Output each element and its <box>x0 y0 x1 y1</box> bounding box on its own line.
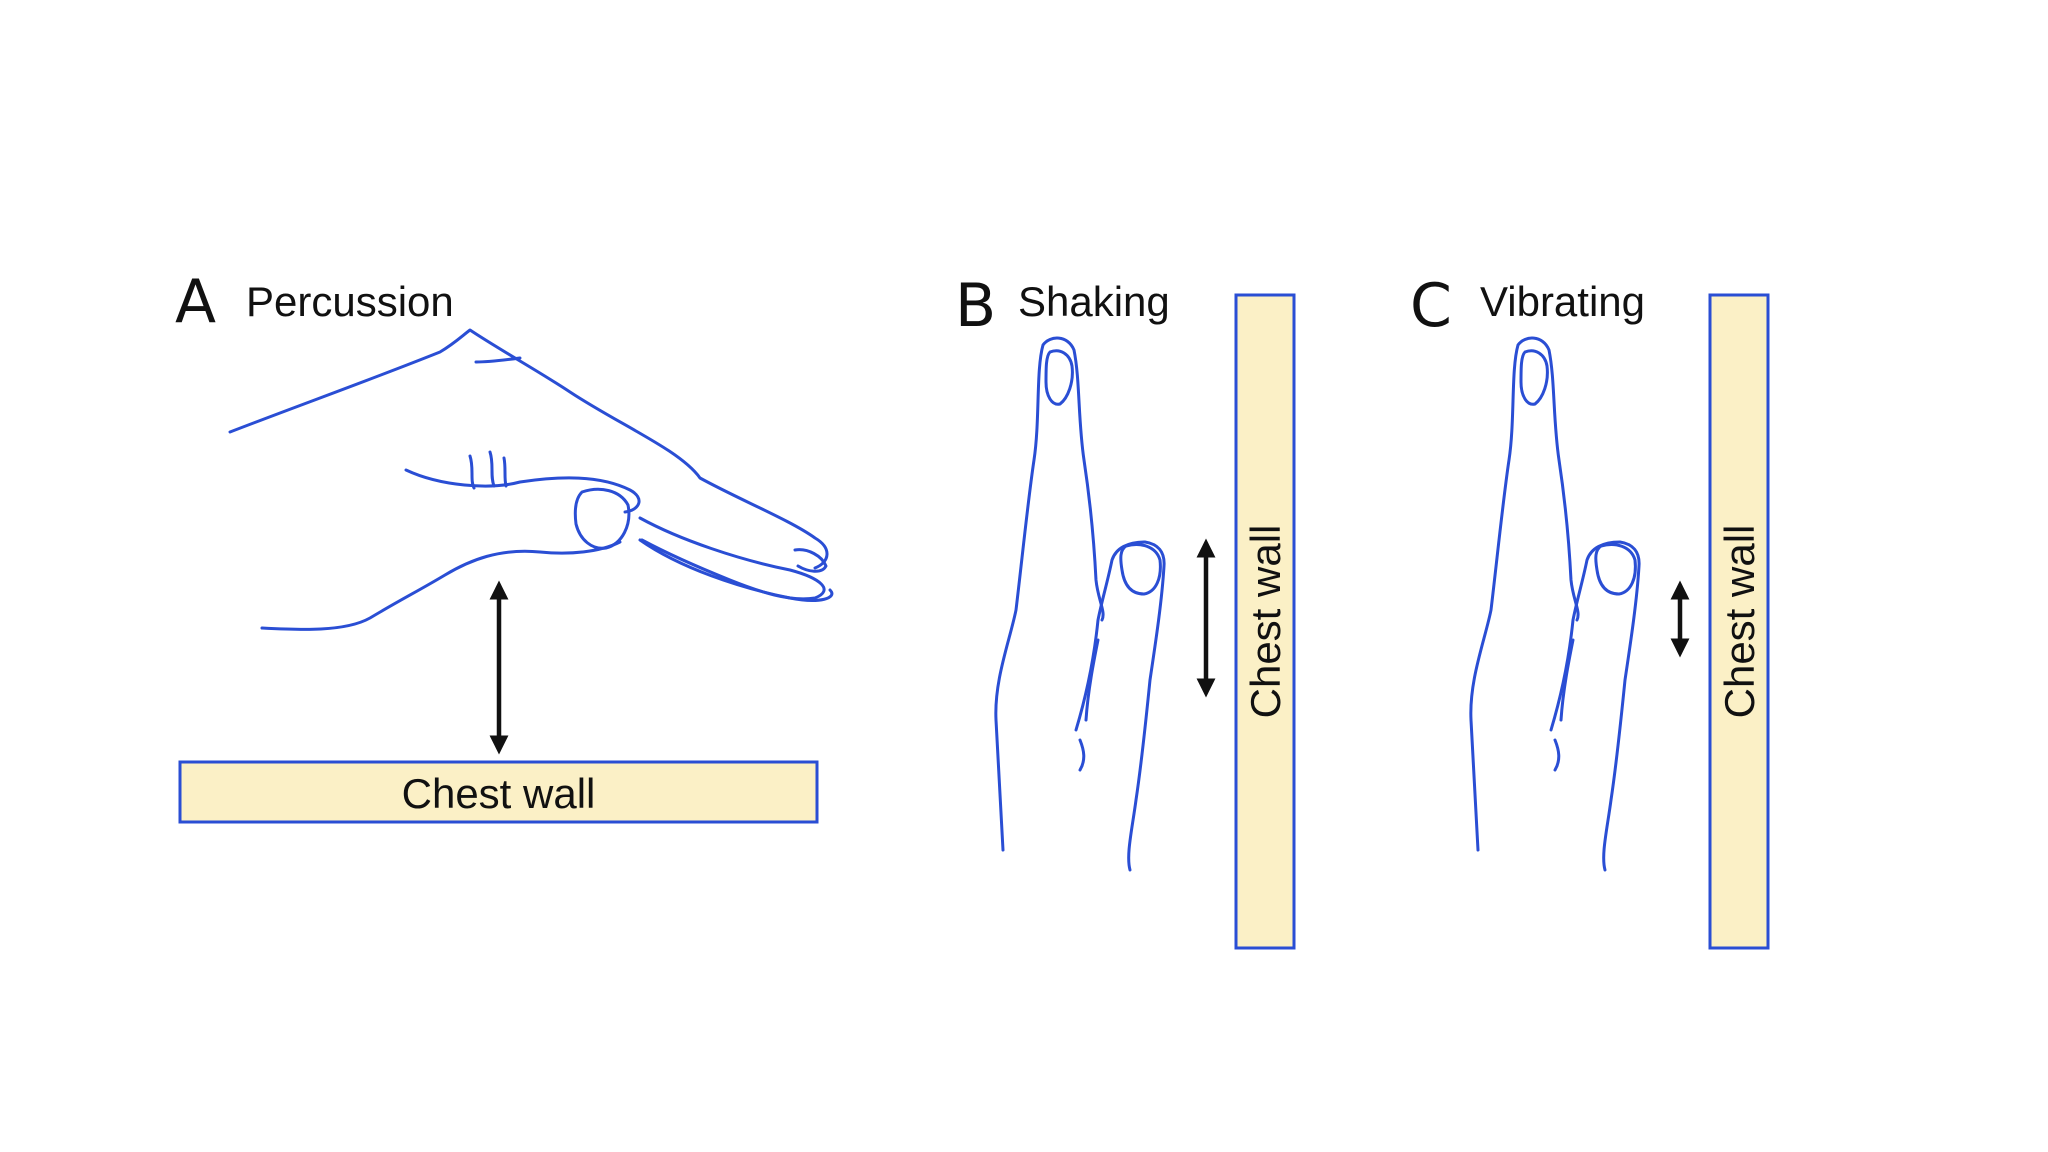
index-finger-outline-c <box>1469 336 1580 852</box>
index-nail-b <box>1044 349 1074 406</box>
chest-wall-c <box>1708 293 1770 950</box>
panel-b-letter: B <box>955 271 996 341</box>
panel-c-letter: C <box>1410 271 1452 341</box>
middle-nail-b <box>1119 543 1162 596</box>
chest-wall-b <box>1234 293 1296 950</box>
thumb-nail <box>573 487 631 550</box>
hand-back-outline <box>228 328 829 570</box>
panel-b-shaking: B Shaking Chest wall <box>955 271 1296 950</box>
panel-a-title: Percussion <box>246 278 454 325</box>
chest-wall-label-b: Chest wall <box>1242 525 1289 719</box>
index-nail-c <box>1519 349 1549 406</box>
panel-a-percussion: A Percussion Chest wall <box>175 267 834 824</box>
upright-hand-drawing-c <box>1469 336 1641 872</box>
panel-c-vibrating: C Vibrating Chest wall <box>1410 271 1770 950</box>
upright-hand-drawing-b <box>994 336 1166 872</box>
index-finger-outline-b <box>994 336 1105 852</box>
middle-nail-c <box>1594 543 1637 596</box>
palm-underside-outline <box>260 540 622 631</box>
chest-wall-a <box>178 760 819 824</box>
chest-wall-label-c: Chest wall <box>1716 525 1763 719</box>
fingernail-a <box>793 548 828 573</box>
thumb-outline <box>404 468 641 514</box>
middle-finger-outline-c <box>1549 540 1641 872</box>
finger-lower-outline <box>638 538 834 602</box>
thumb-creases <box>468 450 508 490</box>
cupped-hand-drawing <box>228 328 834 631</box>
chest-wall-label-a: Chest wall <box>402 770 596 817</box>
panel-b-title: Shaking <box>1018 278 1170 325</box>
middle-finger-outline-b <box>1074 540 1166 872</box>
palm-edge-b <box>1078 638 1100 772</box>
index-finger-outline <box>638 516 826 601</box>
palm-edge-c <box>1553 638 1575 772</box>
panel-a-letter: A <box>175 267 216 337</box>
panel-c-title: Vibrating <box>1480 278 1645 325</box>
knuckle-crease <box>474 356 522 364</box>
